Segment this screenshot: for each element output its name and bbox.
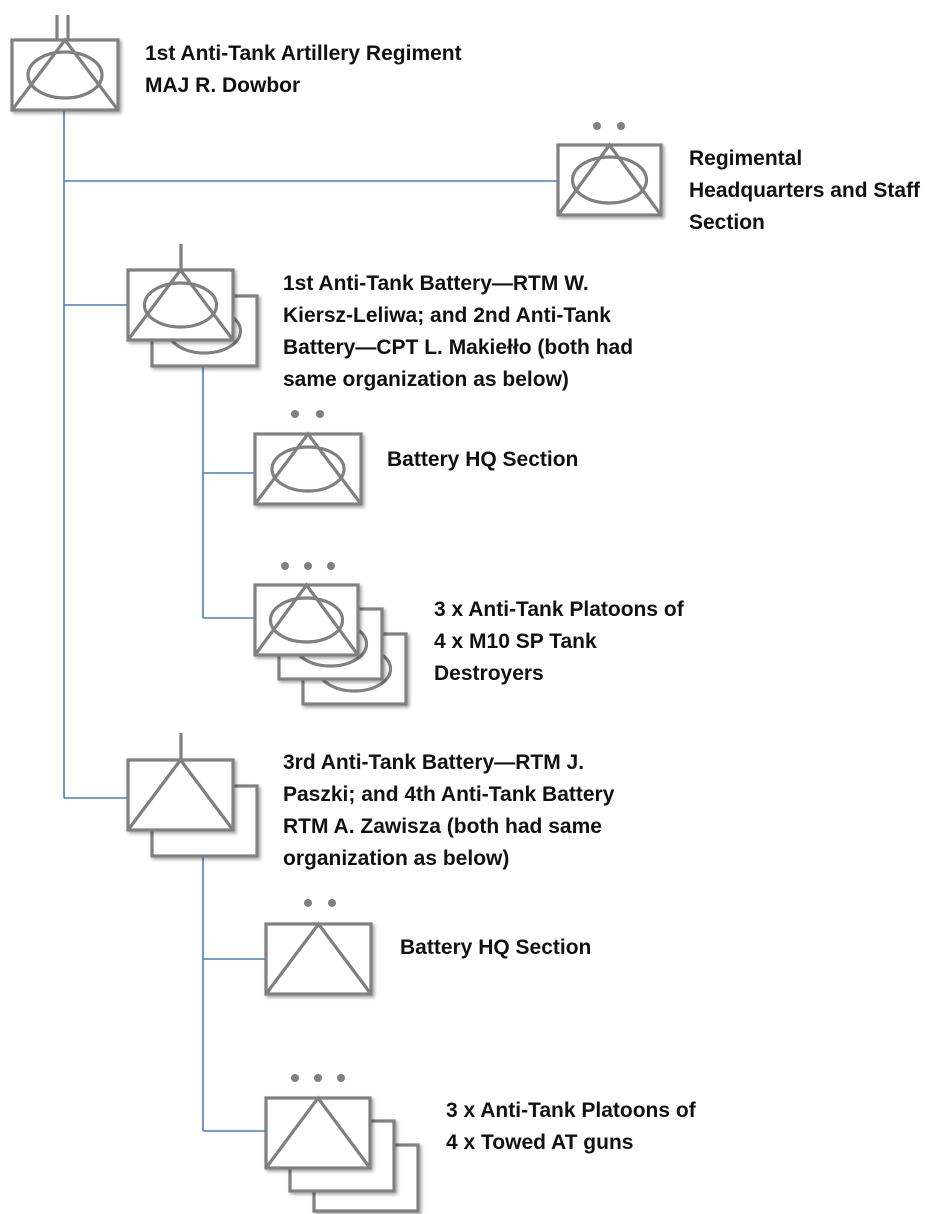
hq-staff-symbol [556, 122, 663, 217]
battery-1-2-platoons-line-3: Destroyers [434, 662, 544, 685]
hq-staff-label: Regimental Headquarters and Staff Sectio… [689, 143, 920, 239]
battery-3-4-hq-text: Battery HQ Section [400, 936, 592, 959]
battery-3-4-line-3: RTM A. Zawisza (both had same [283, 815, 602, 838]
regiment-symbol [10, 15, 120, 112]
battery-3-4-platoons-label: 3 x Anti-Tank Platoons of 4 x Towed AT g… [446, 1095, 696, 1159]
hq-staff-line-1: Regimental [689, 147, 803, 170]
battery-1-2-line-4: same organization as below) [283, 368, 569, 391]
battery-1-2-label: 1st Anti-Tank Battery—RTM W. Kiersz-Leli… [283, 268, 633, 396]
hq-staff-line-3: Section [689, 211, 765, 234]
battery-1-2-hq-label: Battery HQ Section [387, 444, 578, 476]
battery-1-2-hq-symbol [253, 410, 363, 506]
hq-staff-line-2: Headquarters and Staff [689, 179, 921, 202]
battery-3-4-hq-label: Battery HQ Section [400, 932, 591, 964]
battery-3-4-hq-symbol [264, 899, 373, 996]
battery-3-4-platoons-line-1: 3 x Anti-Tank Platoons of [446, 1099, 696, 1122]
battery-1-2-hq-text: Battery HQ Section [387, 448, 579, 471]
battery-1-2-line-3: Battery—CPT L. Makiełło (both had [283, 336, 634, 359]
battery-3-4-line-4: organization as below) [283, 847, 510, 870]
battery-3-4-label: 3rd Anti-Tank Battery—RTM J. Paszki; and… [283, 747, 614, 875]
battery-1-2-platoons-symbol [253, 562, 408, 706]
regiment-label: 1st Anti-Tank Artillery Regiment MAJ R. … [145, 38, 462, 102]
battery-3-4-line-2: Paszki; and 4th Anti-Tank Battery [283, 783, 615, 806]
battery-1-2-line-2: Kiersz-Leliwa; and 2nd Anti-Tank [283, 304, 611, 327]
battery-3-4-platoons-symbol [264, 1074, 420, 1213]
battery-1-2-platoons-label: 3 x Anti-Tank Platoons of 4 x M10 SP Tan… [434, 594, 684, 690]
regiment-name: 1st Anti-Tank Artillery Regiment [145, 42, 462, 65]
battery-1-2-platoons-line-2: 4 x M10 SP Tank [434, 630, 597, 653]
battery-1-2-symbol [126, 244, 259, 368]
battery-3-4-line-1: 3rd Anti-Tank Battery—RTM J. [283, 751, 585, 774]
battery-3-4-platoons-line-2: 4 x Towed AT guns [446, 1131, 634, 1154]
regiment-commander: MAJ R. Dowbor [145, 74, 301, 97]
battery-1-2-line-1: 1st Anti-Tank Battery—RTM W. [283, 272, 589, 295]
battery-3-4-symbol [126, 733, 259, 858]
connector-lines [63, 110, 558, 1132]
battery-1-2-platoons-line-1: 3 x Anti-Tank Platoons of [434, 598, 684, 621]
